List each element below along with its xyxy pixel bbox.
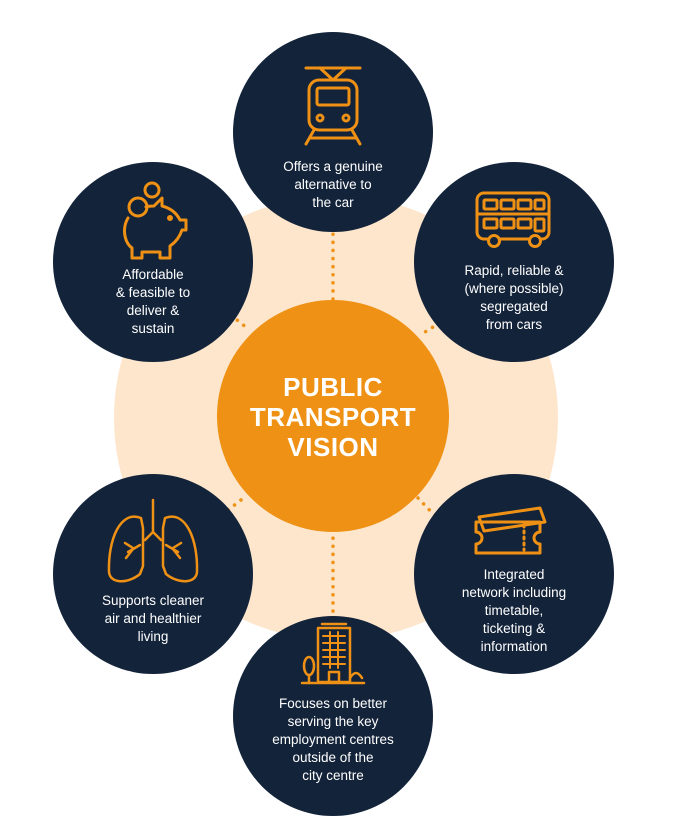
label-cleaner: Supports cleaner air and healthier livin…: [101, 593, 205, 644]
node-circle-integrated: [414, 474, 614, 674]
tram-icon: [304, 66, 362, 146]
node-circle-alternative: [233, 32, 433, 232]
piggy-bank-icon: [123, 181, 188, 260]
bus-icon: [475, 191, 551, 248]
node-circle-affordable: [53, 162, 253, 362]
label-alternative: Offers a genuine alternative to the car: [283, 159, 383, 210]
center-circle: [217, 300, 449, 532]
lungs-icon: [107, 498, 199, 583]
label-affordable: Affordable & feasible to deliver & susta…: [115, 267, 191, 336]
office-building-icon: [300, 622, 366, 685]
label-integrated: Integrated network including timetable, …: [461, 567, 567, 654]
center-title: PUBLIC TRANSPORT VISION: [249, 372, 417, 462]
label-employment: Focuses on better serving the key employ…: [272, 696, 394, 783]
node-circle-cleaner: [53, 474, 253, 674]
ticket-icon: [474, 506, 547, 555]
label-rapid: Rapid, reliable & (where possible) segre…: [464, 263, 564, 332]
node-circle-rapid: [414, 162, 614, 362]
node-circle-employment: [233, 616, 433, 816]
